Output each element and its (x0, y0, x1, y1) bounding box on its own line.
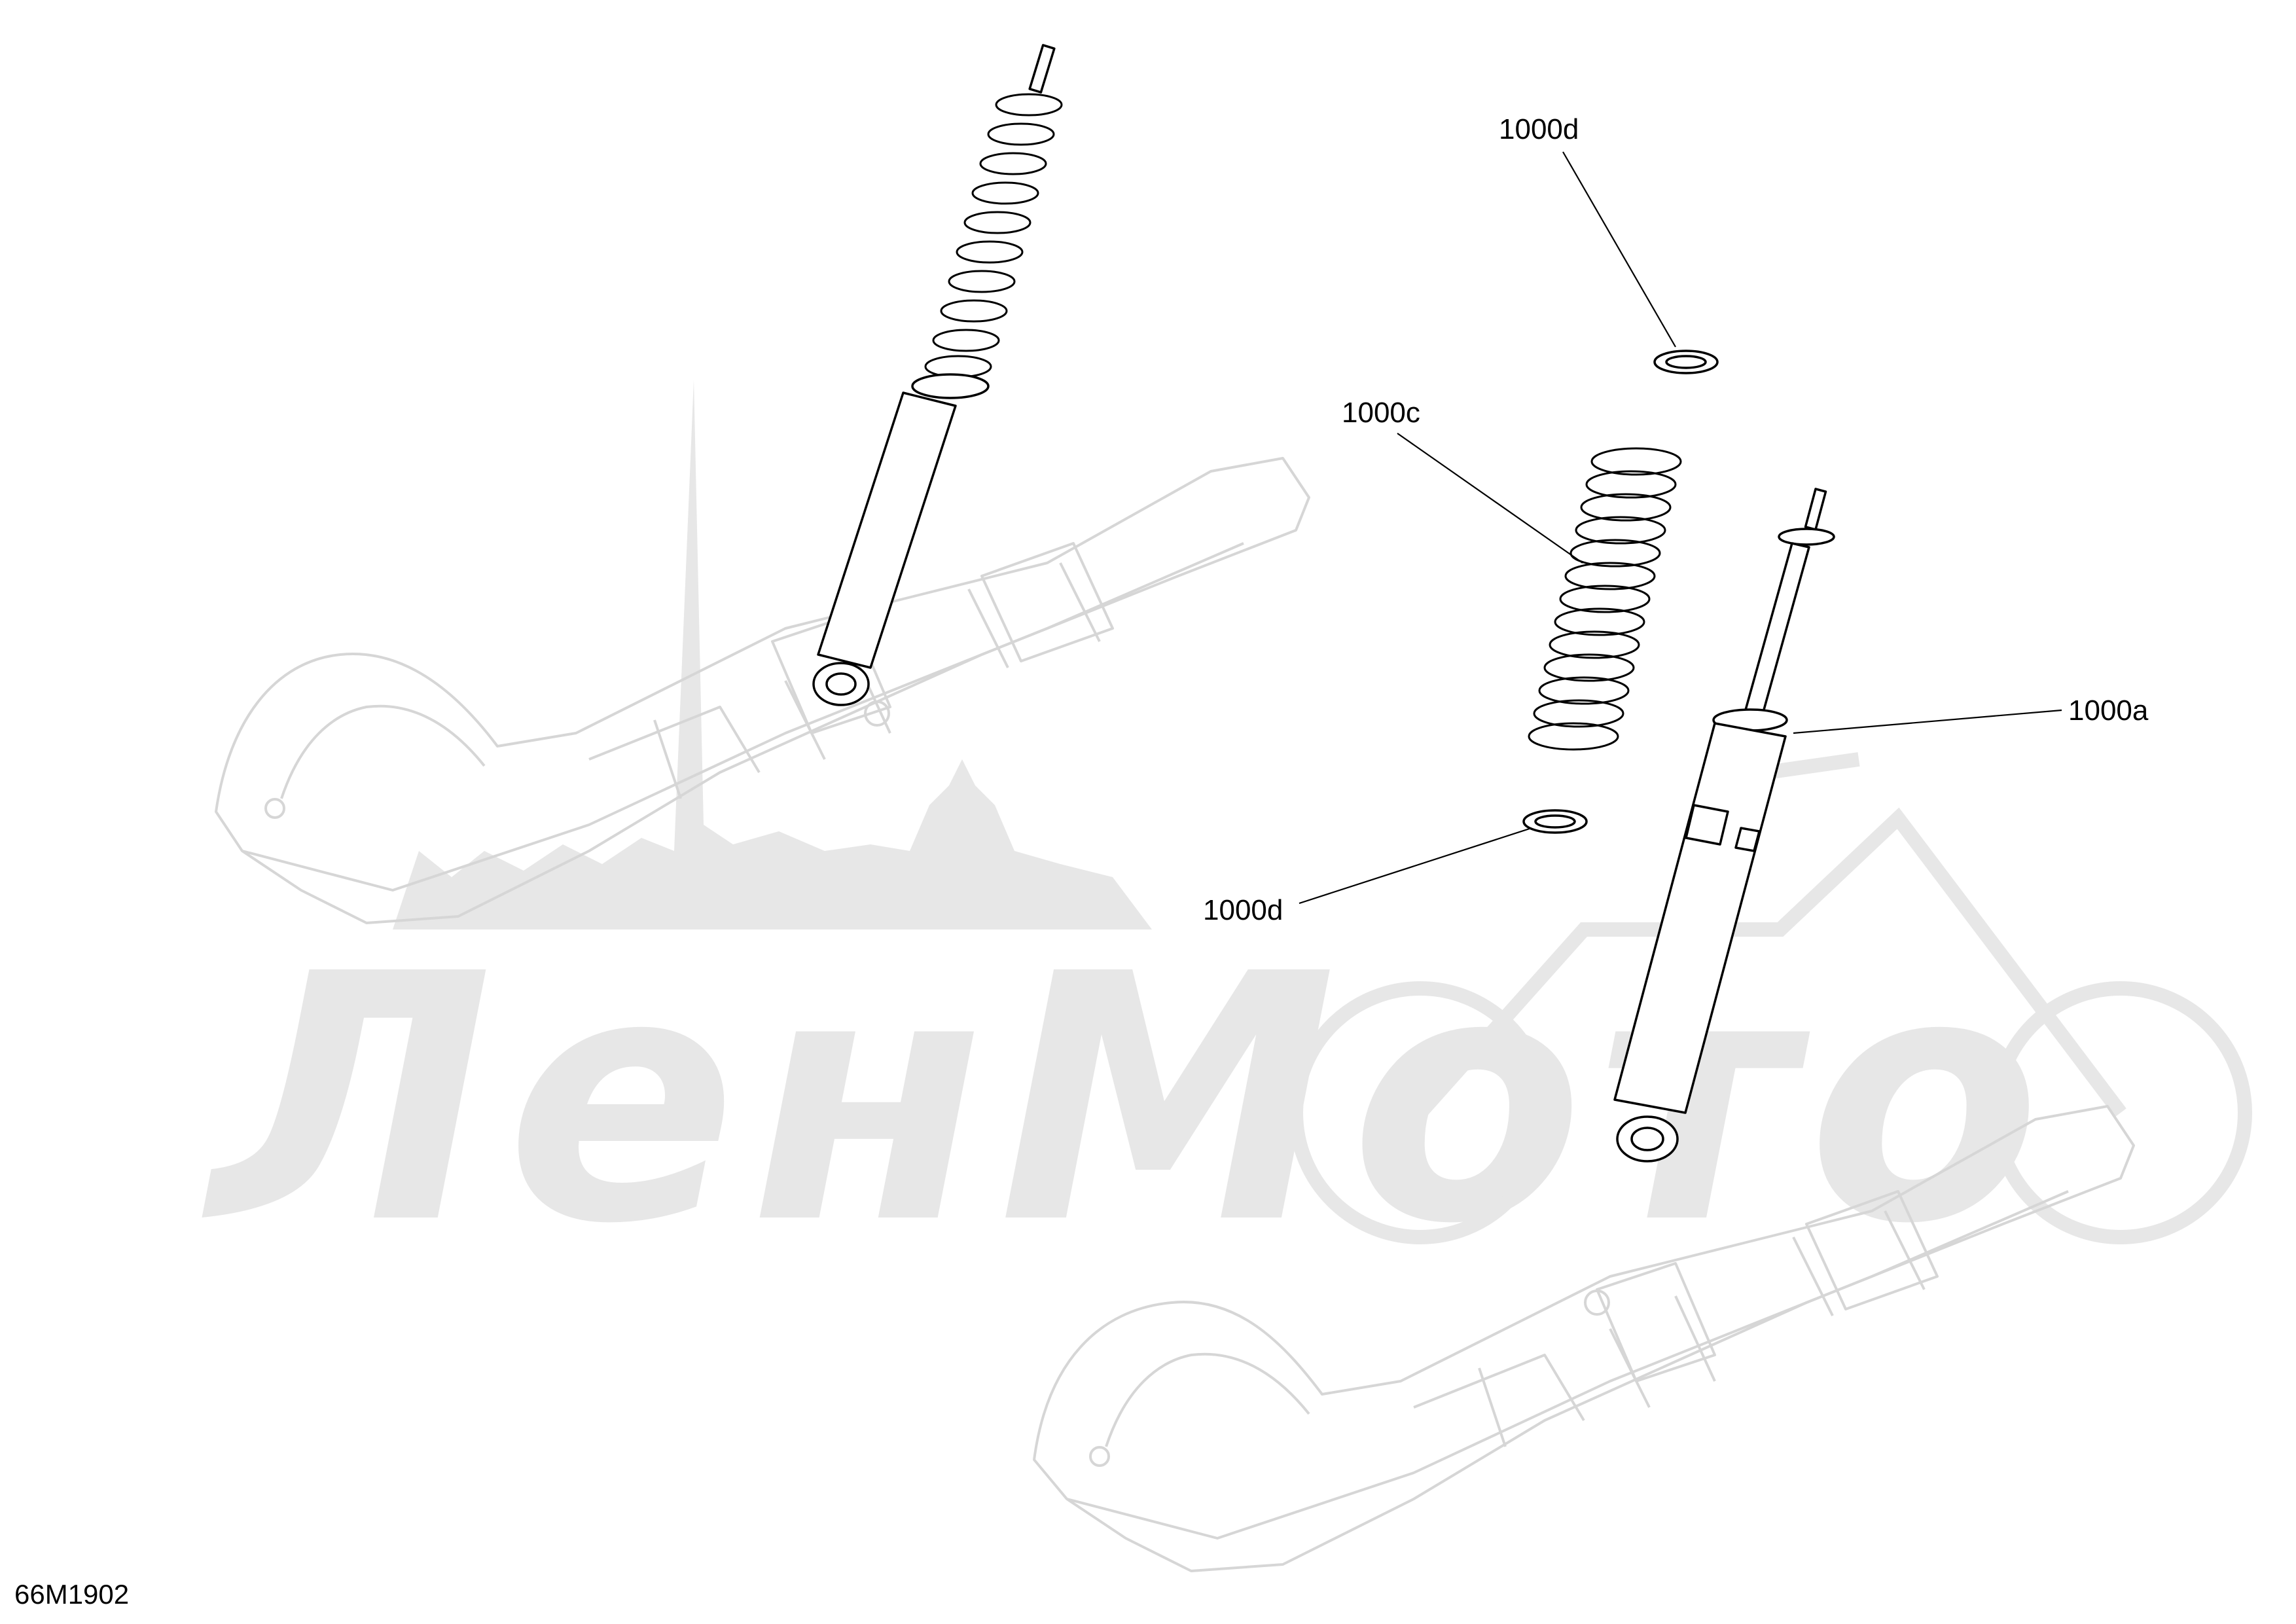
callout-spring: 1000c (1342, 397, 1420, 429)
shock-absorber (1613, 488, 1835, 1163)
callout-spring-stop-top: 1000d (1499, 113, 1579, 145)
callout-shock: 1000a (2068, 695, 2149, 727)
spring-stop-bottom (1522, 809, 1588, 834)
assembled-shock (812, 44, 1063, 706)
watermark-text: ЛенМото (200, 901, 2054, 1298)
leader-spring (1397, 433, 1583, 564)
watermark-skyline (393, 380, 1152, 929)
watermark: ЛенМото (200, 380, 2252, 1298)
leader-lines (1299, 151, 2062, 905)
callout-spring-stop-bottom: 1000d (1203, 894, 1283, 926)
leader-spring-stop-bottom (1299, 827, 1532, 905)
leader-shock (1793, 709, 2062, 734)
figure-id: 66M1902 (14, 1579, 129, 1610)
coil-spring (1528, 447, 1682, 751)
watermark-wheel-front (1289, 981, 1552, 1244)
spring-stop-top (1653, 350, 1719, 374)
ski-left (215, 457, 1310, 924)
leader-spring-stop-top (1562, 151, 1676, 348)
ski-right (1033, 1105, 2135, 1572)
watermark-wheel-rear (1989, 981, 2252, 1244)
